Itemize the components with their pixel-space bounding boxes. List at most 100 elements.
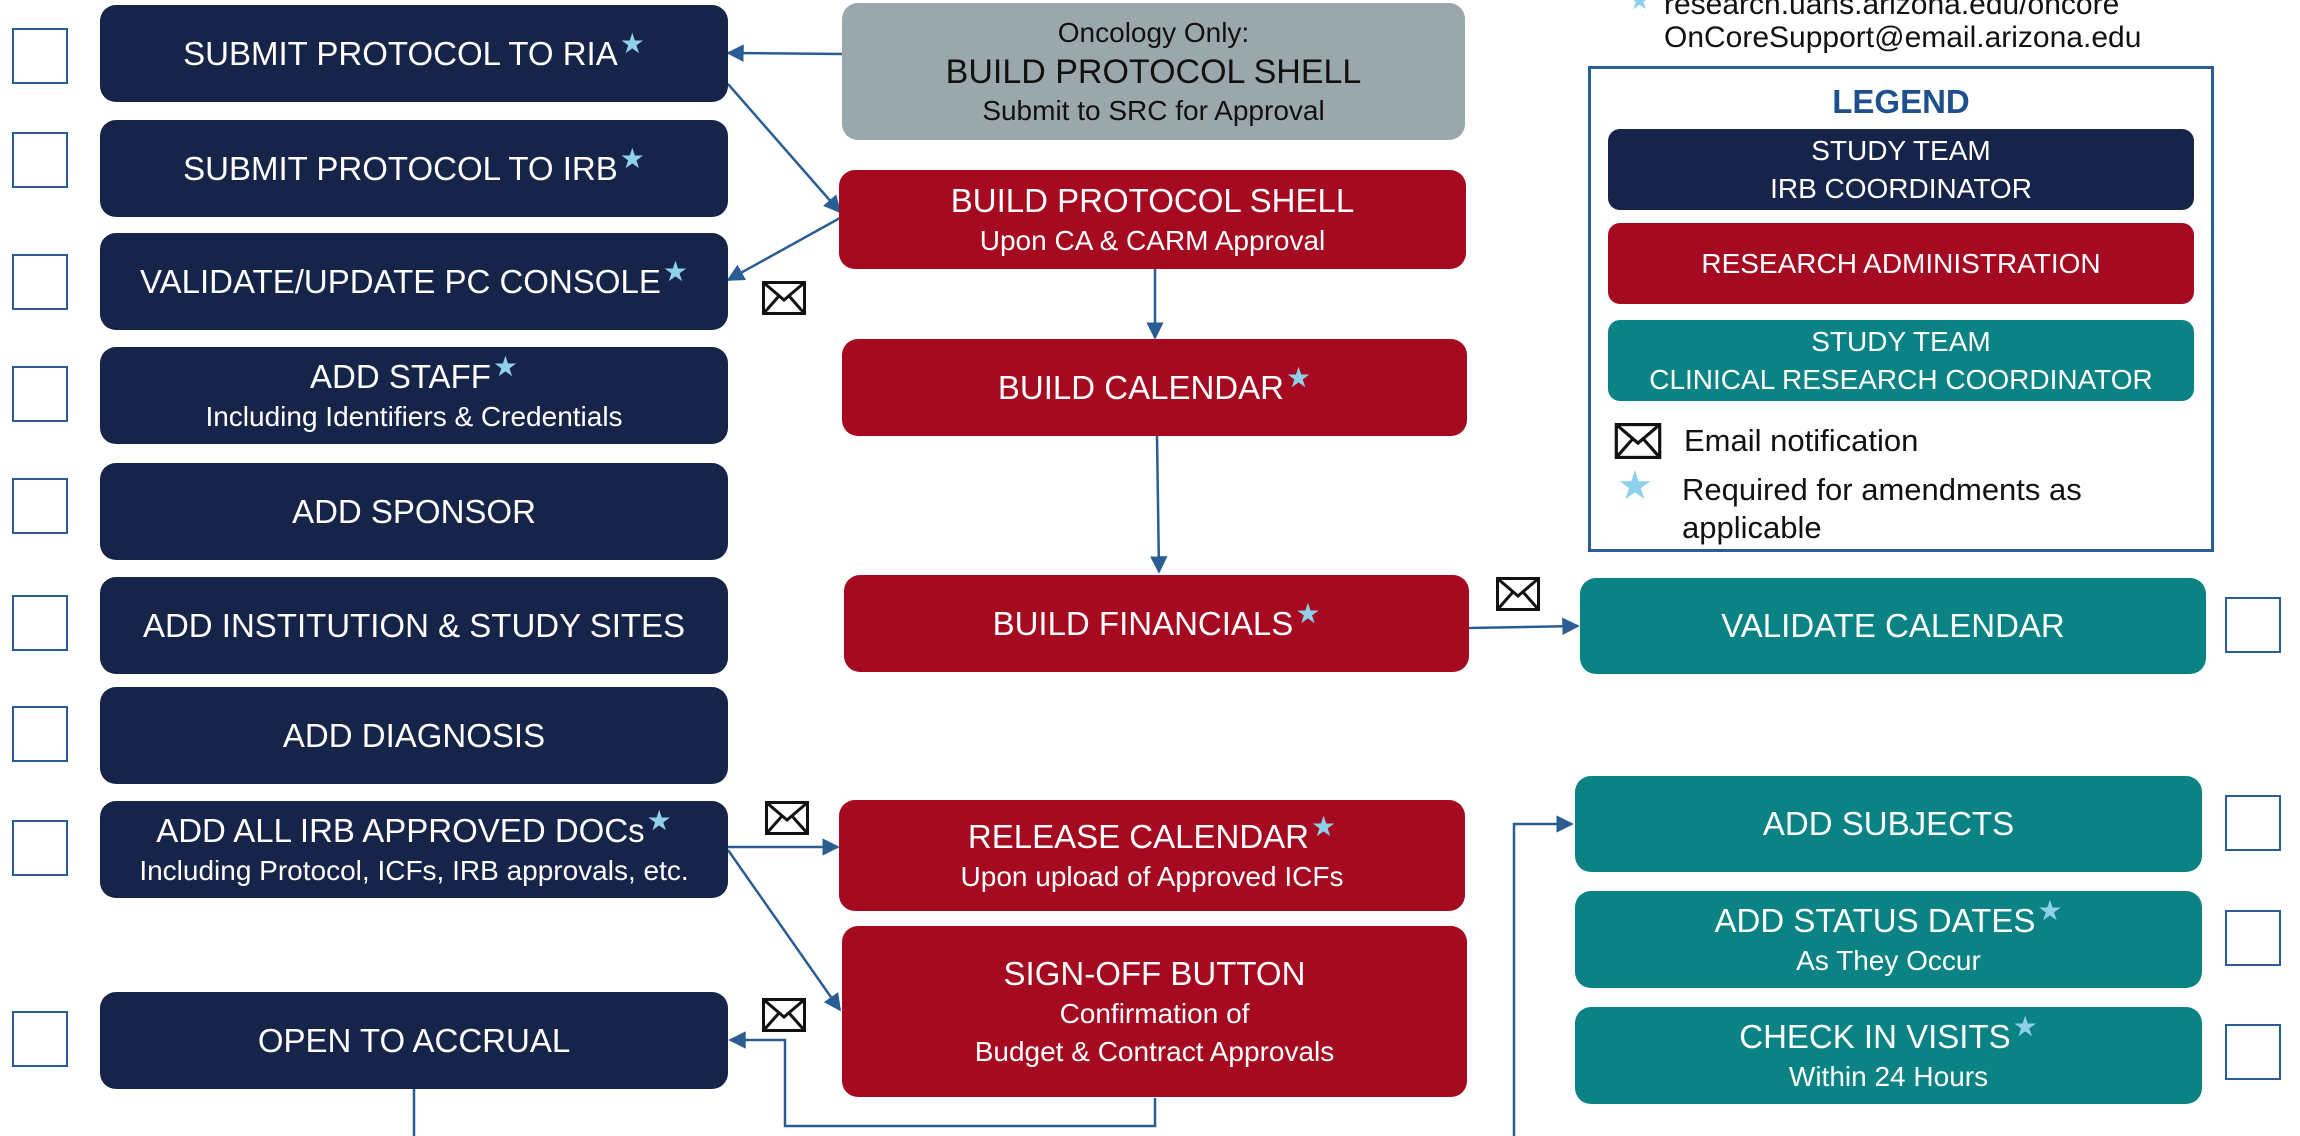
legend-study-team-irb: STUDY TEAM IRB COORDINATOR xyxy=(1608,129,2194,210)
step-sublabel: As They Occur xyxy=(1796,944,1981,976)
checkbox-open-accrual[interactable] xyxy=(12,1011,68,1067)
envelope-icon xyxy=(1614,423,1662,459)
step-label: VALIDATE/UPDATE PC CONSOLE xyxy=(140,262,661,300)
legend-study-team-crc: STUDY TEAM CLINICAL RESEARCH COORDINATOR xyxy=(1608,320,2194,401)
step-release-calendar: RELEASE CALENDAR★ Upon upload of Approve… xyxy=(839,800,1465,911)
star-icon: ★ xyxy=(2012,1010,2038,1042)
arrow-oncology-to-ria xyxy=(726,44,843,62)
step-label: BUILD CALENDAR xyxy=(997,368,1284,406)
step-validate-pc-console: VALIDATE/UPDATE PC CONSOLE★ xyxy=(100,233,728,330)
arrow-to-add-subjects xyxy=(1512,815,1574,1136)
legend-label: STUDY TEAM xyxy=(1811,325,1991,357)
step-sublabel: Upon upload of Approved ICFs xyxy=(960,860,1344,892)
star-icon: ★ xyxy=(619,27,645,59)
envelope-icon xyxy=(1496,577,1540,611)
checkbox-add-status-dates[interactable] xyxy=(2225,910,2281,966)
step-label: CHECK IN VISITS xyxy=(1739,1017,2011,1055)
star-icon: ★ xyxy=(646,804,672,836)
step-label: ADD DIAGNOSIS xyxy=(282,716,546,754)
star-icon: ★ xyxy=(662,255,688,287)
step-signoff-button: SIGN-OFF BUTTON Confirmation of Budget &… xyxy=(842,926,1467,1097)
contact-website[interactable]: research.uahs.arizona.edu/oncore xyxy=(1664,0,2120,21)
step-label: ADD ALL IRB APPROVED DOCs xyxy=(156,811,645,849)
step-build-calendar: BUILD CALENDAR★ xyxy=(842,339,1467,436)
step-build-financials: BUILD FINANCIALS★ xyxy=(844,575,1469,672)
step-sublabel: Submit to SRC for Approval xyxy=(982,94,1325,126)
step-label: BUILD PROTOCOL SHELL xyxy=(950,181,1355,219)
checkbox-add-subjects[interactable] xyxy=(2225,795,2281,851)
step-sublabel: Confirmation of xyxy=(1059,997,1250,1029)
star-icon: ★ xyxy=(1295,597,1321,629)
arrow-signoff-to-accrual xyxy=(728,1031,1157,1128)
checkbox-validate-console[interactable] xyxy=(12,254,68,310)
star-icon: ★ xyxy=(1617,464,1653,508)
checkbox-add-docs[interactable] xyxy=(12,820,68,876)
star-icon: ★ xyxy=(1285,361,1312,393)
step-label: ADD SPONSOR xyxy=(292,492,536,530)
checkbox-submit-irb[interactable] xyxy=(12,132,68,188)
checkbox-add-staff[interactable] xyxy=(12,366,68,422)
arrow-calendar-to-financials xyxy=(1150,435,1168,574)
step-label: SUBMIT PROTOCOL TO RIA xyxy=(183,34,618,72)
step-label: ADD STATUS DATES xyxy=(1714,901,2036,939)
envelope-icon xyxy=(762,998,806,1032)
oncology-only-label: Oncology Only: xyxy=(1057,16,1250,48)
checkbox-check-in-visits[interactable] xyxy=(2225,1024,2281,1080)
arrow-ria-to-shell xyxy=(727,83,842,214)
step-sublabel: Upon CA & CARM Approval xyxy=(979,224,1326,256)
step-submit-protocol-ria: SUBMIT PROTOCOL TO RIA★ xyxy=(100,5,728,102)
checkbox-add-sponsor[interactable] xyxy=(12,478,68,534)
step-label: SIGN-OFF BUTTON xyxy=(1003,954,1306,992)
checkbox-add-institution[interactable] xyxy=(12,595,68,651)
step-add-diagnosis: ADD DIAGNOSIS xyxy=(100,687,728,784)
contact-star-icon: ★ xyxy=(1628,0,1652,15)
step-sublabel: Including Protocol, ICFs, IRB approvals,… xyxy=(139,854,689,886)
step-add-status-dates: ADD STATUS DATES★ As They Occur xyxy=(1575,891,2202,988)
step-add-irb-docs: ADD ALL IRB APPROVED DOCs★ Including Pro… xyxy=(100,801,728,898)
envelope-icon xyxy=(762,281,806,315)
envelope-icon xyxy=(765,801,809,835)
legend-star-label: Required for amendments as applicable xyxy=(1682,471,2082,547)
checkbox-validate-calendar[interactable] xyxy=(2225,597,2281,653)
legend-research-admin: RESEARCH ADMINISTRATION xyxy=(1608,223,2194,304)
checkbox-add-diagnosis[interactable] xyxy=(12,706,68,762)
legend-email-label: Email notification xyxy=(1684,423,1919,458)
step-label: ADD INSTITUTION & STUDY SITES xyxy=(142,606,686,644)
step-build-protocol-shell: BUILD PROTOCOL SHELL Upon CA & CARM Appr… xyxy=(839,170,1466,269)
contact-email[interactable]: OnCoreSupport@email.arizona.edu xyxy=(1664,21,2142,54)
step-label: RELEASE CALENDAR xyxy=(967,817,1309,855)
step-add-sponsor: ADD SPONSOR xyxy=(100,463,728,560)
step-sublabel: Budget & Contract Approvals xyxy=(974,1035,1335,1067)
contact-info: ★ research.uahs.arizona.edu/oncore OnCor… xyxy=(1628,0,2142,54)
checkbox-submit-ria[interactable] xyxy=(12,28,68,84)
step-add-staff: ADD STAFF★ Including Identifiers & Crede… xyxy=(100,347,728,444)
star-icon: ★ xyxy=(492,350,518,382)
arrow-financials-to-validate xyxy=(1468,617,1580,636)
legend-star-line2: applicable xyxy=(1682,510,1822,545)
legend-sublabel: IRB COORDINATOR xyxy=(1770,172,2032,204)
step-label: SUBMIT PROTOCOL TO IRB xyxy=(183,149,618,187)
step-label: BUILD PROTOCOL SHELL xyxy=(945,52,1362,91)
arrow-shell-to-console xyxy=(726,216,841,282)
step-oncology-build-shell: Oncology Only: BUILD PROTOCOL SHELL Subm… xyxy=(842,3,1465,140)
step-add-institution: ADD INSTITUTION & STUDY SITES xyxy=(100,577,728,674)
step-label: ADD STAFF xyxy=(310,357,491,395)
step-check-in-visits: CHECK IN VISITS★ Within 24 Hours xyxy=(1575,1007,2202,1104)
legend-star-line1: Required for amendments as xyxy=(1682,472,2082,507)
legend-label: RESEARCH ADMINISTRATION xyxy=(1701,247,2101,279)
arrow-docs-to-signoff xyxy=(726,849,842,1012)
step-label: VALIDATE CALENDAR xyxy=(1721,607,2065,644)
star-icon: ★ xyxy=(619,142,645,174)
star-icon: ★ xyxy=(1311,810,1337,842)
legend-title: LEGEND xyxy=(1832,83,1970,120)
step-add-subjects: ADD SUBJECTS xyxy=(1575,776,2202,872)
step-open-to-accrual: OPEN TO ACCRUAL xyxy=(100,992,728,1089)
legend-sublabel: CLINICAL RESEARCH COORDINATOR xyxy=(1649,363,2153,395)
step-sublabel: Including Identifiers & Credentials xyxy=(205,400,623,432)
step-validate-calendar: VALIDATE CALENDAR xyxy=(1580,578,2206,674)
star-icon: ★ xyxy=(2037,894,2063,926)
legend-label: STUDY TEAM xyxy=(1811,134,1991,166)
step-label: BUILD FINANCIALS xyxy=(992,604,1294,642)
step-label: ADD SUBJECTS xyxy=(1762,805,2015,842)
